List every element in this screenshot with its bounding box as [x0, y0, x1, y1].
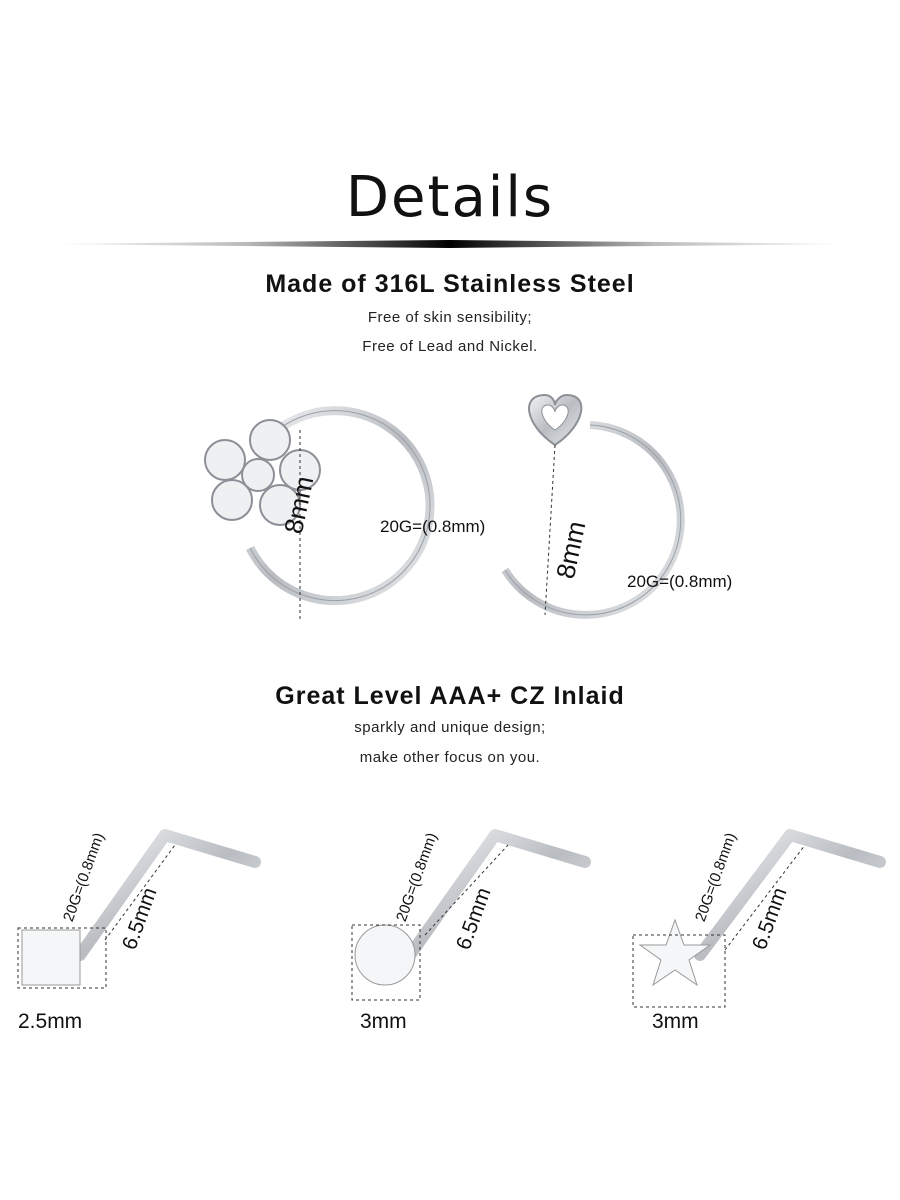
section1-line: Free of Lead and Nickel.	[362, 338, 538, 355]
divider	[40, 240, 860, 248]
section2-line: sparkly and unique design;	[354, 719, 546, 736]
stud1-size: 2.5mm	[18, 1010, 83, 1033]
section1-heading: Made of 316L Stainless Steel	[265, 270, 635, 298]
section2-heading: Great Level AAA+ CZ Inlaid	[275, 682, 625, 710]
flower-ring-image	[204, 406, 435, 620]
stud3-size: 3mm	[652, 1010, 699, 1033]
stud2-size: 3mm	[360, 1010, 407, 1033]
heart-ring-image	[501, 393, 685, 619]
page-title: Details	[345, 165, 555, 230]
section1-line: Free of skin sensibility;	[367, 309, 533, 326]
flower-ring-gauge: 20G=(0.8mm)	[380, 517, 486, 536]
stud-images	[17, 829, 886, 1008]
section2-line: make other focus on you.	[359, 749, 541, 766]
heart-ring-gauge: 20G=(0.8mm)	[627, 572, 733, 591]
